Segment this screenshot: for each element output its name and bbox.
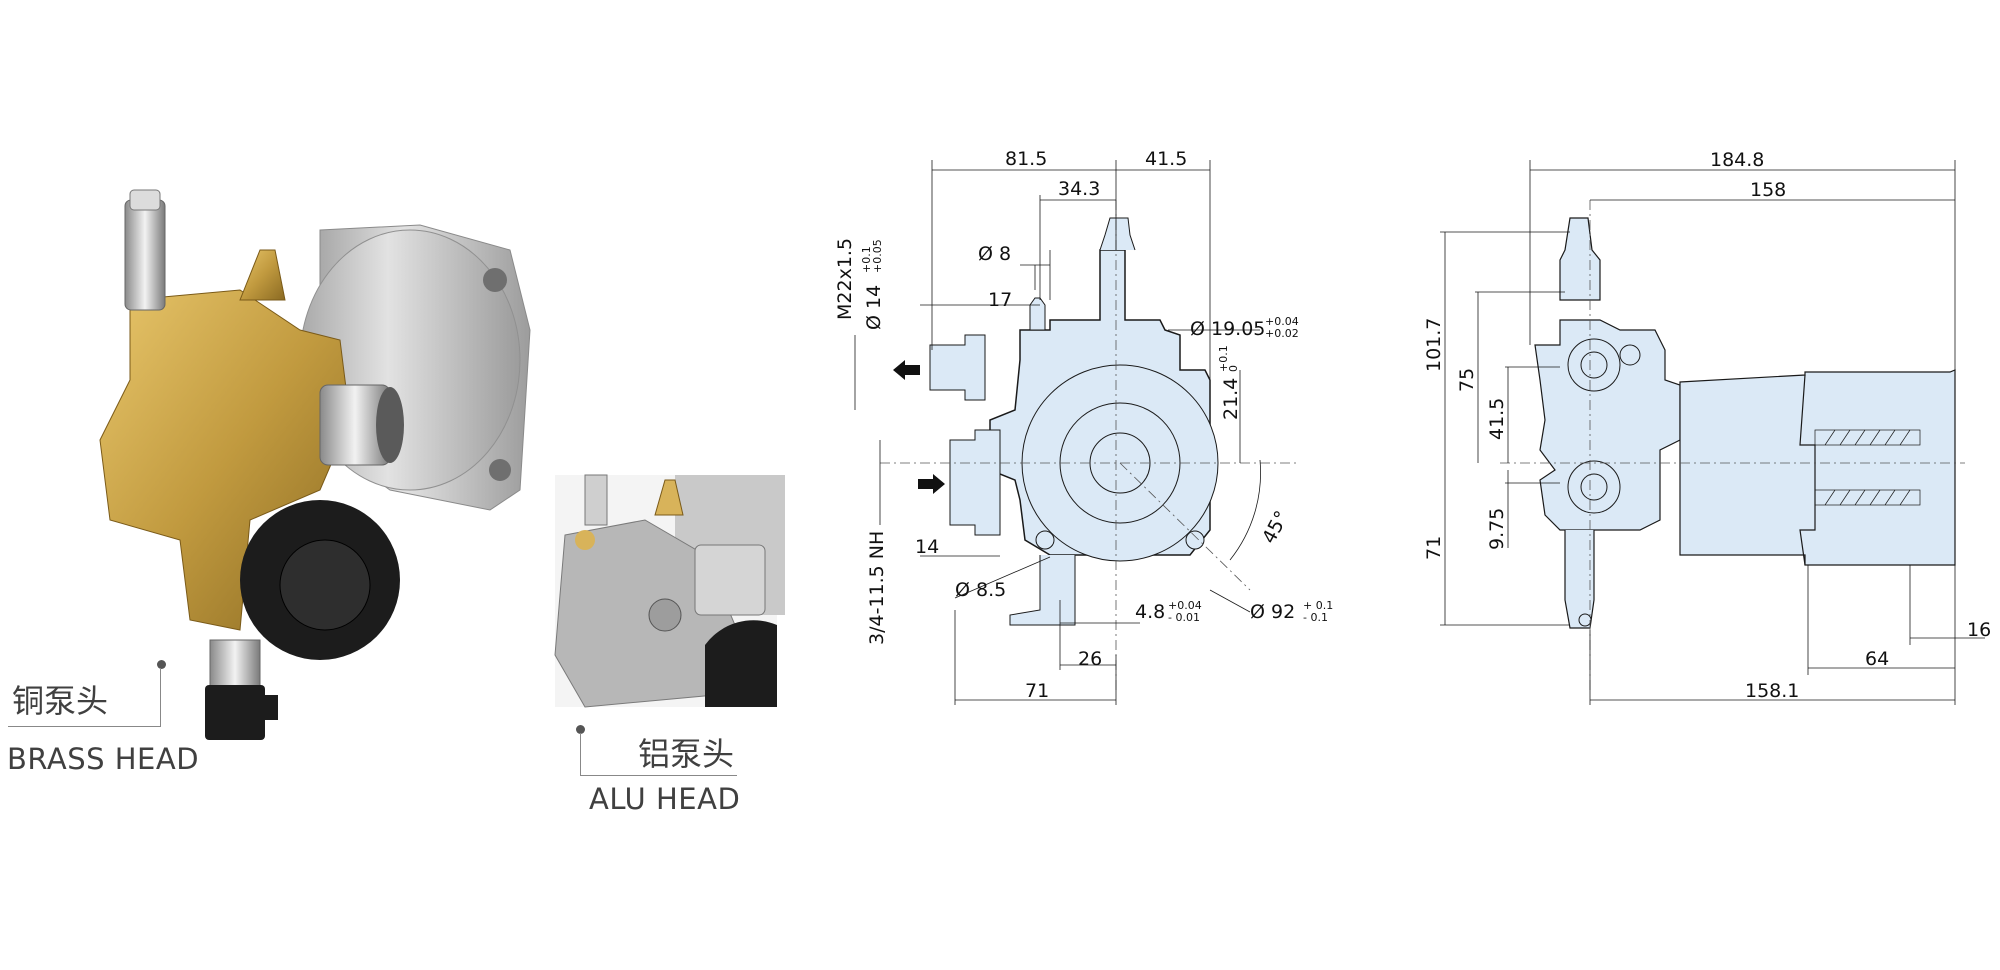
- inlet-arrow-lower: [918, 474, 945, 494]
- brass-callout-line-h: [8, 726, 161, 727]
- dim-diameter-92: Ø 92: [1250, 601, 1295, 623]
- dim-41-5-top: 41.5: [1145, 148, 1187, 170]
- dim-diameter-14-tol-bot: +0.05: [871, 239, 884, 273]
- alu-callout-line: [580, 733, 581, 775]
- dim-75: 75: [1456, 368, 1478, 392]
- dim-21-4-tol-top: +0.1: [1217, 345, 1230, 372]
- side-view-drawing: 184.8 158 101.7 75 41.5 71 9.75 16 64 15…: [1423, 149, 1991, 705]
- dim-158-1: 158.1: [1745, 680, 1799, 702]
- dim-14-bottom: 14: [915, 536, 939, 558]
- dim-diameter-8: Ø 8: [978, 243, 1011, 265]
- brass-callout-line: [160, 668, 161, 726]
- dim-71-front: 71: [1025, 680, 1049, 702]
- dim-diameter-19-05-tol-bot: +0.02: [1265, 327, 1299, 340]
- dim-diameter-19-05: Ø 19.05: [1190, 318, 1265, 340]
- alu-pump-photo: [554, 474, 785, 708]
- dim-21-4-tol-bot: 0: [1227, 365, 1240, 372]
- dim-diameter-92-tol-top: + 0.1: [1303, 599, 1333, 612]
- dim-thread-3-4-nh: 3/4-11.5 NH: [866, 531, 888, 645]
- dim-71-side: 71: [1423, 536, 1445, 560]
- dim-4-8-tol-bot: - 0.01: [1168, 611, 1200, 624]
- dim-26: 26: [1078, 648, 1102, 670]
- alu-head-label-en: ALU HEAD: [589, 782, 741, 816]
- dim-17: 17: [988, 289, 1012, 311]
- dim-101-7: 101.7: [1423, 318, 1445, 372]
- dim-21-4: 21.4: [1220, 378, 1242, 420]
- brass-head-label-en: BRASS HEAD: [7, 742, 200, 776]
- brass-callout-dot: [157, 660, 166, 669]
- dim-4-8: 4.8: [1135, 601, 1165, 623]
- alu-callout-dot: [576, 725, 585, 734]
- dim-diameter-19-05-tol-top: +0.04: [1265, 315, 1299, 328]
- dim-16: 16: [1967, 619, 1991, 641]
- dim-diameter-8-5: Ø 8.5: [955, 579, 1006, 601]
- dim-diameter-14-tol-top: +0.1: [860, 246, 873, 273]
- dim-diameter-14: Ø 14: [863, 285, 885, 330]
- alu-callout-line-h: [580, 775, 737, 776]
- dim-34-3: 34.3: [1058, 178, 1100, 200]
- dim-4-8-tol-top: +0.04: [1168, 599, 1202, 612]
- dim-9-75: 9.75: [1486, 508, 1508, 550]
- dim-thread-m22: M22x1.5: [834, 238, 856, 320]
- brass-pump-photo: [90, 189, 550, 750]
- dim-41-5-side: 41.5: [1486, 398, 1508, 440]
- alu-head-label-cn: 铝泵头: [638, 735, 735, 773]
- dim-diameter-92-tol-bot: - 0.1: [1303, 611, 1328, 624]
- dim-angle-45: 45°: [1258, 507, 1293, 547]
- dim-64: 64: [1865, 648, 1889, 670]
- dim-81-5: 81.5: [1005, 148, 1047, 170]
- inlet-arrow-upper: [893, 360, 920, 380]
- dim-184-8: 184.8: [1710, 149, 1764, 171]
- dim-158: 158: [1750, 179, 1786, 201]
- brass-head-label-cn: 铜泵头: [12, 682, 109, 720]
- front-view-drawing: 81.5 41.5 34.3 Ø 8 17 M22x1.5 Ø 14 +0.1 …: [834, 148, 1333, 705]
